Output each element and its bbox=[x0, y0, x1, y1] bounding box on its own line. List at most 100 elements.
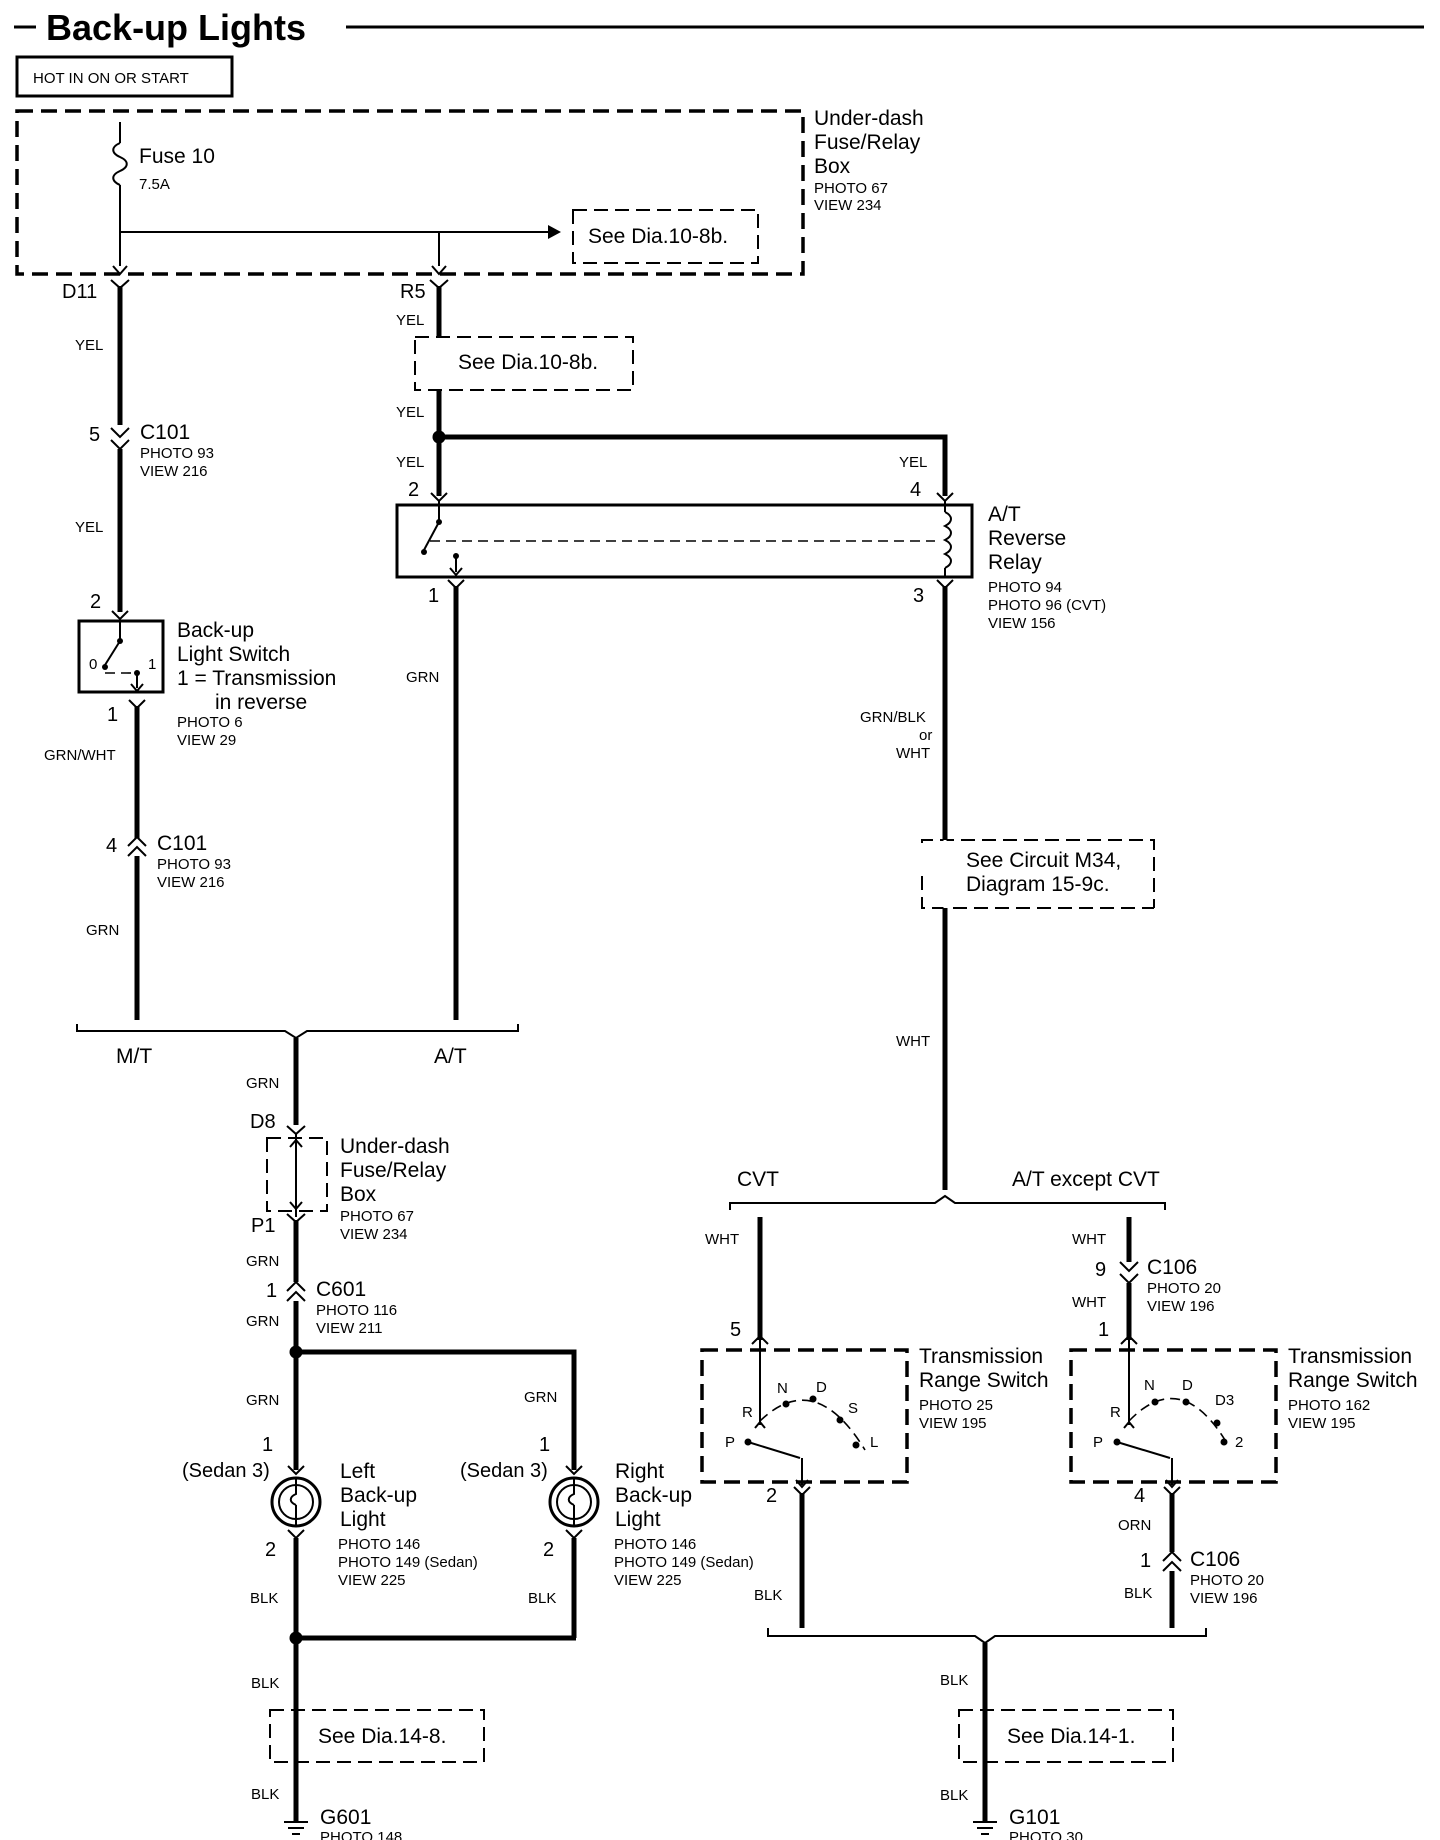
trs-cvt-label-1: Transmission bbox=[919, 1345, 1043, 1368]
hot-label-box: HOT IN ON OR START bbox=[15, 55, 234, 98]
c106-view-1: VIEW 196 bbox=[1147, 1298, 1215, 1315]
right-bulb-icon bbox=[548, 1476, 600, 1528]
c101-view-1: VIEW 216 bbox=[140, 463, 208, 480]
pin-relay-2: 2 bbox=[408, 479, 419, 501]
fuse-box-top-label-2: Fuse/Relay bbox=[814, 131, 921, 154]
wire-grn-blk: GRN/BLK bbox=[860, 709, 926, 726]
left-light-photo-2: PHOTO 149 (Sedan) bbox=[338, 1554, 478, 1571]
left-light-label-2: Back-up bbox=[340, 1484, 417, 1507]
wire-wht-at-1: WHT bbox=[1072, 1231, 1106, 1248]
left-sedan3: (Sedan 3) bbox=[182, 1460, 270, 1482]
cvt-at-brace: CVT A/T except CVT bbox=[729, 1168, 1166, 1210]
ground-g101-circuit: BLK See Dia.14-1. BLK G101 PHOTO 30 bbox=[767, 1628, 1207, 1840]
page-title: Back-up Lights bbox=[46, 7, 306, 48]
left-light-label-1: Left bbox=[340, 1460, 375, 1483]
c106-photo-1: PHOTO 20 bbox=[1147, 1280, 1221, 1297]
fuse-box-mid-label-3: Box bbox=[340, 1183, 377, 1206]
c101-name-2: C101 bbox=[157, 832, 207, 855]
wire-blk-right: BLK bbox=[528, 1590, 556, 1607]
g601-photo: PHOTO 148 bbox=[320, 1829, 402, 1840]
trs-at-r: R bbox=[1110, 1404, 1121, 1421]
left-light-label-3: Light bbox=[340, 1508, 386, 1531]
pin-relay-4: 4 bbox=[910, 479, 921, 501]
fuse-relay-box-mid: D8 Under-dash Fuse/Relay Box PHOTO 67 VI… bbox=[246, 1111, 577, 1470]
backup-switch-label-2: Light Switch bbox=[177, 643, 290, 666]
c101-photo-2: PHOTO 93 bbox=[157, 856, 231, 873]
right-light-label-2: Back-up bbox=[615, 1484, 692, 1507]
wire-blk-g101-2: BLK bbox=[940, 1787, 968, 1804]
c101-view-2: VIEW 216 bbox=[157, 874, 225, 891]
relay-photo-1: PHOTO 94 bbox=[988, 579, 1062, 596]
wire-grn-wht: GRN/WHT bbox=[44, 747, 116, 764]
title-block: Back-up Lights bbox=[14, 7, 1424, 48]
fuse-box-mid-photo: PHOTO 67 bbox=[340, 1208, 414, 1225]
mt-at-brace: M/T A/T GRN bbox=[76, 1024, 519, 1125]
ground-g101-icon bbox=[973, 1821, 997, 1835]
trs-cvt-d: D bbox=[816, 1379, 827, 1396]
wire-grn-d8: GRN bbox=[246, 1075, 279, 1092]
wire-grn-c601: GRN bbox=[246, 1313, 279, 1330]
wire-blk-g101-1: BLK bbox=[940, 1672, 968, 1689]
wire-grn-at: GRN bbox=[406, 669, 439, 686]
trs-at-view: VIEW 195 bbox=[1288, 1415, 1356, 1432]
relay-label-3: Relay bbox=[988, 551, 1042, 574]
trs-cvt-n: N bbox=[777, 1380, 788, 1397]
fuse-10-icon bbox=[112, 142, 128, 186]
branch-at: A/T bbox=[434, 1045, 467, 1068]
c101-connector-icon bbox=[110, 427, 130, 451]
pin-c106-1: 1 bbox=[1140, 1550, 1151, 1572]
c101-name-1: C101 bbox=[140, 421, 190, 444]
trs-cvt-s: S bbox=[848, 1400, 858, 1417]
pin-right-1: 1 bbox=[539, 1434, 550, 1456]
trs-at-p: P bbox=[1093, 1434, 1103, 1451]
left-bulb-icon bbox=[270, 1476, 322, 1528]
trs-cvt-box bbox=[700, 1348, 909, 1484]
right-light-photo-2: PHOTO 149 (Sedan) bbox=[614, 1554, 754, 1571]
pin-r5: R5 bbox=[400, 281, 426, 303]
pin-c601-1: 1 bbox=[266, 1280, 277, 1302]
c106-name-1: C106 bbox=[1147, 1256, 1197, 1279]
fuse-relay-box-top: Under-dash Fuse/Relay Box PHOTO 67 VIEW … bbox=[15, 107, 924, 276]
fuse-box-top-photo: PHOTO 67 bbox=[814, 180, 888, 197]
backup-switch-view: VIEW 29 bbox=[177, 732, 236, 749]
trs-cvt-label-2: Range Switch bbox=[919, 1369, 1049, 1392]
wire-wht-at-2: WHT bbox=[1072, 1294, 1106, 1311]
wire-blk-cvt: BLK bbox=[754, 1587, 782, 1604]
wire-or: or bbox=[919, 727, 932, 744]
at-circuit: R5 YEL See Dia.10-8b. YEL YEL YEL 2 4 A/… bbox=[395, 279, 1155, 1190]
wire-yel-3: YEL bbox=[396, 312, 424, 329]
branch-cvt: CVT bbox=[737, 1168, 779, 1191]
g601-name: G601 bbox=[320, 1806, 371, 1829]
wire-blk-g601-2: BLK bbox=[251, 1786, 279, 1803]
pin-trs-cvt-2: 2 bbox=[766, 1485, 777, 1507]
trs-cvt-l: L bbox=[870, 1434, 878, 1451]
g101-name: G101 bbox=[1009, 1806, 1060, 1829]
pin-c101-5: 5 bbox=[89, 424, 100, 446]
fuse-box-mid-label-1: Under-dash bbox=[340, 1135, 450, 1158]
backup-switch-label-4: in reverse bbox=[215, 691, 307, 714]
relay-view: VIEW 156 bbox=[988, 615, 1056, 632]
trs-at-n: N bbox=[1144, 1377, 1155, 1394]
c106-connector-icon-1 bbox=[1119, 1261, 1139, 1285]
right-sedan3: (Sedan 3) bbox=[460, 1460, 548, 1482]
switch-pos-0: 0 bbox=[89, 656, 97, 673]
backup-switch-label-1: Back-up bbox=[177, 619, 254, 642]
left-light-view: VIEW 225 bbox=[338, 1572, 406, 1589]
hot-label: HOT IN ON OR START bbox=[33, 70, 189, 87]
branch-mt: M/T bbox=[116, 1045, 152, 1068]
wire-orn: ORN bbox=[1118, 1517, 1151, 1534]
pin-d8: D8 bbox=[250, 1111, 276, 1133]
wire-yel-5: YEL bbox=[396, 454, 424, 471]
pin-switch-1: 1 bbox=[107, 704, 118, 726]
ground-g601-circuit: BLK See Dia.14-8. BLK G601 PHOTO 148 bbox=[251, 1631, 576, 1840]
c601-photo: PHOTO 116 bbox=[316, 1302, 397, 1319]
ref-m34-1: See Circuit M34, bbox=[966, 849, 1121, 872]
pin-left-1: 1 bbox=[262, 1434, 273, 1456]
mt-circuit: D11 YEL 5 C101 PHOTO 93 VIEW 216 YEL 2 0… bbox=[44, 279, 336, 1020]
wire-yel-4: YEL bbox=[396, 404, 424, 421]
wire-yel-2: YEL bbox=[75, 519, 103, 536]
pin-d11: D11 bbox=[62, 281, 97, 303]
c106-name-2: C106 bbox=[1190, 1548, 1240, 1571]
wire-blk-at: BLK bbox=[1124, 1585, 1152, 1602]
